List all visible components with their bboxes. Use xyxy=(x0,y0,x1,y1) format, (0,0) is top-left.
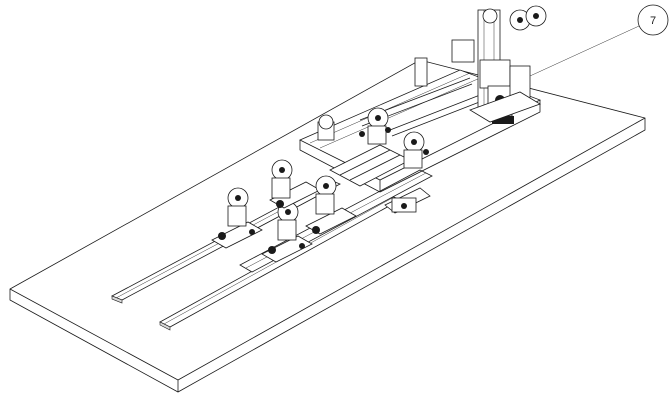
roller-stand-3 xyxy=(269,159,321,209)
roller-stand-5 xyxy=(359,107,391,145)
roller-stand-6 xyxy=(403,131,429,169)
callout-7: 7 xyxy=(529,4,669,77)
roller-stand-2 xyxy=(261,201,313,263)
callout-leader-line xyxy=(529,25,640,77)
cross-carriage xyxy=(329,144,431,214)
callout-number: 7 xyxy=(650,15,656,27)
callout-bubble xyxy=(637,4,669,36)
column-boom xyxy=(414,9,541,124)
roller-stand-1 xyxy=(211,187,263,249)
roller-stand-4 xyxy=(305,175,357,235)
drive-motor xyxy=(317,114,335,141)
wire-spools xyxy=(482,5,547,31)
